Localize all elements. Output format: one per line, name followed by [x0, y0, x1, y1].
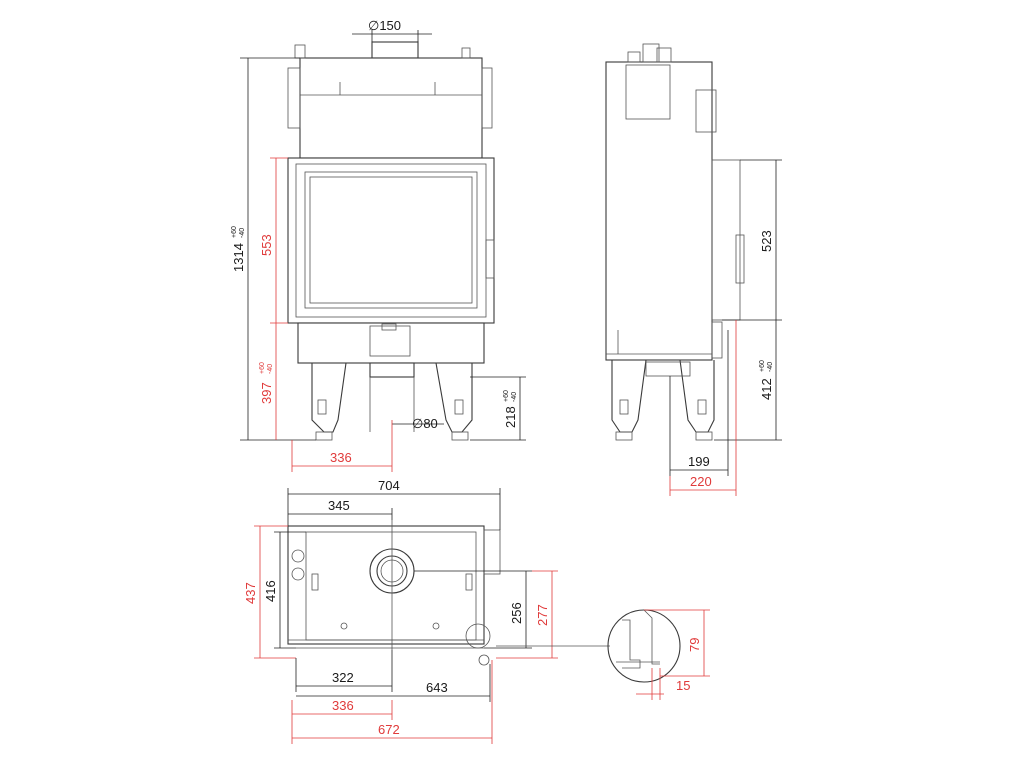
top-flue-depth-outer-label: 277	[535, 604, 550, 626]
door-handle	[485, 239, 495, 279]
base-box	[297, 322, 485, 364]
base-to-door-label: 397	[259, 382, 274, 404]
side-base-height-tol-plus: +60	[759, 360, 766, 372]
side-body	[605, 61, 713, 361]
side-base-height-tol-minus: -40	[767, 362, 774, 372]
detail-dimensions: 79 15	[636, 609, 710, 700]
detail-offset-label: 15	[676, 678, 690, 693]
air-inlet-height-label: 218	[503, 406, 518, 428]
side-leg-left	[611, 359, 647, 433]
door-height-label: 553	[259, 234, 274, 256]
air-inlet-height-tol-minus: -40	[511, 392, 518, 402]
side-base-height-label: 412	[759, 378, 774, 400]
right-leg	[435, 362, 473, 433]
top-inlet-offset-red-label: 336	[332, 698, 354, 713]
base-to-door-tol-plus: +60	[259, 362, 266, 374]
detail-view	[607, 609, 681, 683]
top-width-red-label: 672	[378, 722, 400, 737]
side-depth-inner-label: 199	[688, 454, 710, 469]
top-hood	[299, 57, 483, 159]
front-dimensions: ∅150 1314 +60 -40 553 397 +60 -40 ∅80 21…	[231, 18, 526, 472]
flue-diameter-label: ∅150	[368, 18, 401, 33]
side-door-height-label: 523	[759, 230, 774, 252]
door-frame	[287, 157, 495, 324]
top-depth-outer-label: 437	[243, 582, 258, 604]
door-glass	[304, 171, 478, 309]
top-body-width-label: 643	[426, 680, 448, 695]
total-height-tol-minus: -40	[239, 228, 246, 238]
detail-circle	[607, 609, 681, 683]
top-flue-depth-label: 256	[509, 602, 524, 624]
side-leg-right	[679, 359, 715, 433]
left-leg	[311, 362, 347, 433]
top-total-width-label: 704	[378, 478, 400, 493]
front-view	[287, 41, 495, 441]
side-dimensions: 523 412 +60 -40 199 220	[669, 159, 782, 496]
flue-collar	[371, 41, 419, 59]
top-flue-offset-label: 345	[328, 498, 350, 513]
top-inlet-offset-label: 322	[332, 670, 354, 685]
top-view	[287, 520, 501, 666]
air-inlet-offset-label: 336	[330, 450, 352, 465]
top-dimensions: 704 345 437 416 256 277 322 643	[243, 478, 610, 744]
side-view	[605, 43, 745, 441]
base-to-door-tol-minus: -40	[267, 364, 274, 374]
air-inlet-height-tol-plus: +60	[503, 390, 510, 402]
detail-height-label: 79	[687, 638, 702, 652]
side-depth-outer-label: 220	[690, 474, 712, 489]
air-inlet-diameter-label: ∅80	[412, 416, 438, 431]
total-height-tol-plus: +60	[231, 226, 238, 238]
air-inlet	[369, 362, 415, 378]
total-height-label: 1314	[231, 243, 246, 272]
top-depth-inner-label: 416	[263, 580, 278, 602]
